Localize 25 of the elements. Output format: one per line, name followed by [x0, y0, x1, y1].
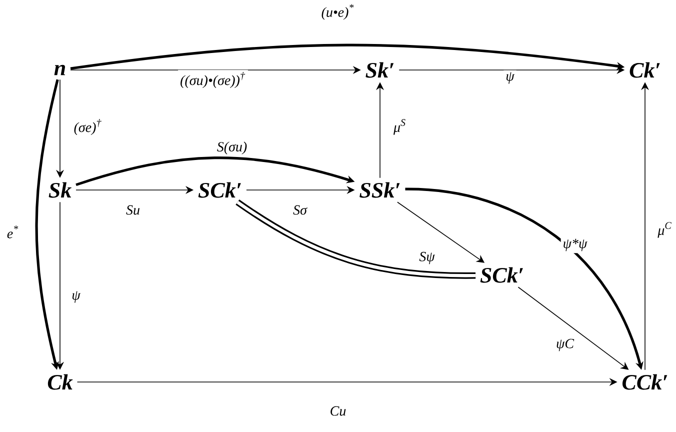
object-label: n: [54, 64, 66, 76]
edge-label: ψ: [504, 70, 516, 86]
edge-label: Sψ: [417, 250, 437, 266]
edge-label: (σe)$^{†}$: [72, 117, 104, 137]
object-label: Ck: [48, 374, 73, 390]
object-label: SSk′: [360, 182, 400, 198]
edge-label: μ$^{S}$: [392, 117, 409, 137]
edge-label: e$^{*}$: [4, 224, 22, 240]
object-label: CCk′: [622, 374, 668, 390]
object-label: SCk′: [480, 267, 523, 283]
edge-label: ψC: [554, 336, 576, 354]
edge-label: μ$^{C}$: [656, 220, 674, 240]
object-label: Ck′: [630, 62, 660, 78]
object-label: Sk′: [366, 62, 394, 78]
edge-label: ψ: [70, 289, 82, 305]
connector-line: [236, 199, 476, 279]
edge-label: S(σu): [214, 140, 250, 156]
edge-label: ((σu)•(σe))$^{†}$: [178, 70, 248, 90]
object-label: Sk: [48, 182, 72, 198]
edge-label: Sσ: [291, 203, 309, 217]
object-label: SCk′: [198, 182, 241, 198]
edge-label: (u•e)$^{*}$: [319, 2, 357, 22]
edge-label: Cu: [328, 404, 348, 418]
edge-label: ψ*ψ: [560, 236, 590, 254]
edge-label: Su: [124, 203, 142, 217]
